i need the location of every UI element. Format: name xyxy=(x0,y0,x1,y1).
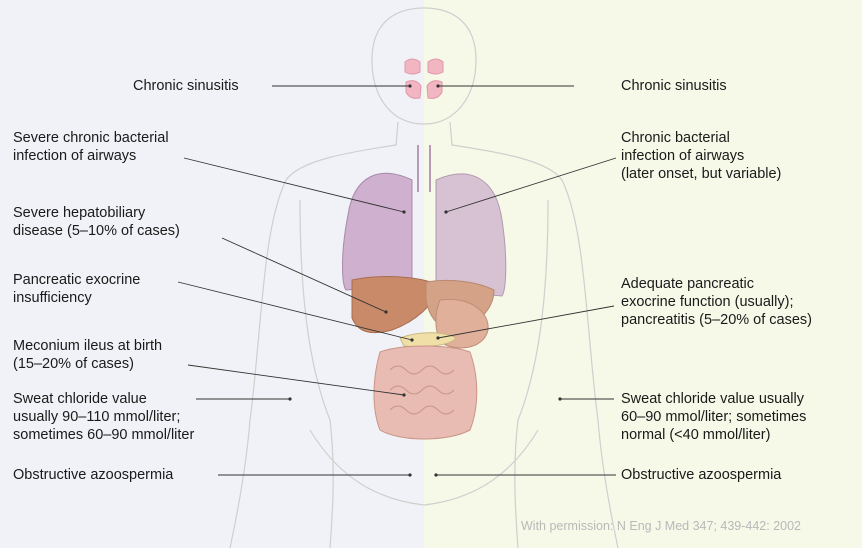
label-left-sweat: Sweat chloride value usually 90–110 mmol… xyxy=(13,390,194,444)
label-line: sometimes 60–90 mmol/liter xyxy=(13,426,194,444)
label-right-airways: Chronic bacterial infection of airways (… xyxy=(621,129,781,183)
dot-left-hepatobiliary xyxy=(384,310,387,313)
label-left-airways: Severe chronic bacterial infection of ai… xyxy=(13,129,169,165)
left-lung xyxy=(343,173,413,290)
sinus-shapes xyxy=(405,59,443,98)
right-arm-outline xyxy=(515,200,548,548)
label-left-sinusitis: Chronic sinusitis xyxy=(133,77,239,95)
maxillary-sinus-right xyxy=(427,81,442,99)
frontal-sinus-left xyxy=(405,59,420,74)
label-line: (later onset, but variable) xyxy=(621,165,781,183)
label-line: Severe hepatobiliary xyxy=(13,204,180,222)
label-left-azoospermia: Obstructive azoospermia xyxy=(13,466,173,484)
intestine-loops xyxy=(374,346,477,439)
label-line: pancreatitis (5–20% of cases) xyxy=(621,311,812,329)
label-left-hepatobiliary: Severe hepatobiliary disease (5–10% of c… xyxy=(13,204,180,240)
label-line: Obstructive azoospermia xyxy=(621,466,781,484)
label-line: infection of airways xyxy=(621,147,781,165)
label-line: Pancreatic exocrine xyxy=(13,271,140,289)
label-line: Sweat chloride value xyxy=(13,390,194,408)
left-arm-outline xyxy=(300,200,333,548)
dot-left-sinusitis xyxy=(408,84,411,87)
dot-right-azoospermia xyxy=(434,473,437,476)
dot-right-sinusitis xyxy=(436,84,439,87)
dot-right-airways xyxy=(444,210,447,213)
label-line: Meconium ileus at birth xyxy=(13,337,162,355)
hip-outline xyxy=(310,430,538,505)
dot-left-sweat xyxy=(288,397,291,400)
line-left-meconium xyxy=(188,365,404,395)
label-line: (15–20% of cases) xyxy=(13,355,162,373)
dot-left-azoospermia xyxy=(408,473,411,476)
label-left-meconium: Meconium ileus at birth (15–20% of cases… xyxy=(13,337,162,373)
label-line: disease (5–10% of cases) xyxy=(13,222,180,240)
dot-left-airways xyxy=(402,210,405,213)
label-line: Sweat chloride value usually xyxy=(621,390,806,408)
label-right-azoospermia: Obstructive azoospermia xyxy=(621,466,781,484)
label-line: 60–90 mmol/liter; sometimes xyxy=(621,408,806,426)
label-line: Adequate pancreatic xyxy=(621,275,812,293)
dot-right-sweat xyxy=(558,397,561,400)
label-line: exocrine function (usually); xyxy=(621,293,812,311)
label-line: usually 90–110 mmol/liter; xyxy=(13,408,194,426)
label-line: Chronic sinusitis xyxy=(621,77,727,95)
label-right-pancreatic: Adequate pancreatic exocrine function (u… xyxy=(621,275,812,329)
label-left-pancreatic: Pancreatic exocrine insufficiency xyxy=(13,271,140,307)
label-right-sinusitis: Chronic sinusitis xyxy=(621,77,727,95)
label-line: Chronic sinusitis xyxy=(133,77,239,95)
label-line: normal (<40 mmol/liter) xyxy=(621,426,806,444)
permission-credit: With permission: N Eng J Med 347; 439-44… xyxy=(521,519,801,533)
dot-right-pancreatic xyxy=(436,336,439,339)
liver xyxy=(352,277,438,333)
dot-left-meconium xyxy=(402,393,405,396)
frontal-sinus-right xyxy=(428,59,443,74)
right-lung xyxy=(436,174,506,296)
body-silhouette xyxy=(230,8,618,548)
head-outline xyxy=(372,8,476,124)
label-line: Severe chronic bacterial xyxy=(13,129,169,147)
intestines xyxy=(374,346,477,439)
label-line: Chronic bacterial xyxy=(621,129,781,147)
label-line: infection of airways xyxy=(13,147,169,165)
dot-left-pancreatic xyxy=(410,338,413,341)
label-line: insufficiency xyxy=(13,289,140,307)
trachea xyxy=(418,145,430,192)
maxillary-sinus-left xyxy=(406,81,421,99)
label-right-sweat: Sweat chloride value usually 60–90 mmol/… xyxy=(621,390,806,444)
label-line: Obstructive azoospermia xyxy=(13,466,173,484)
